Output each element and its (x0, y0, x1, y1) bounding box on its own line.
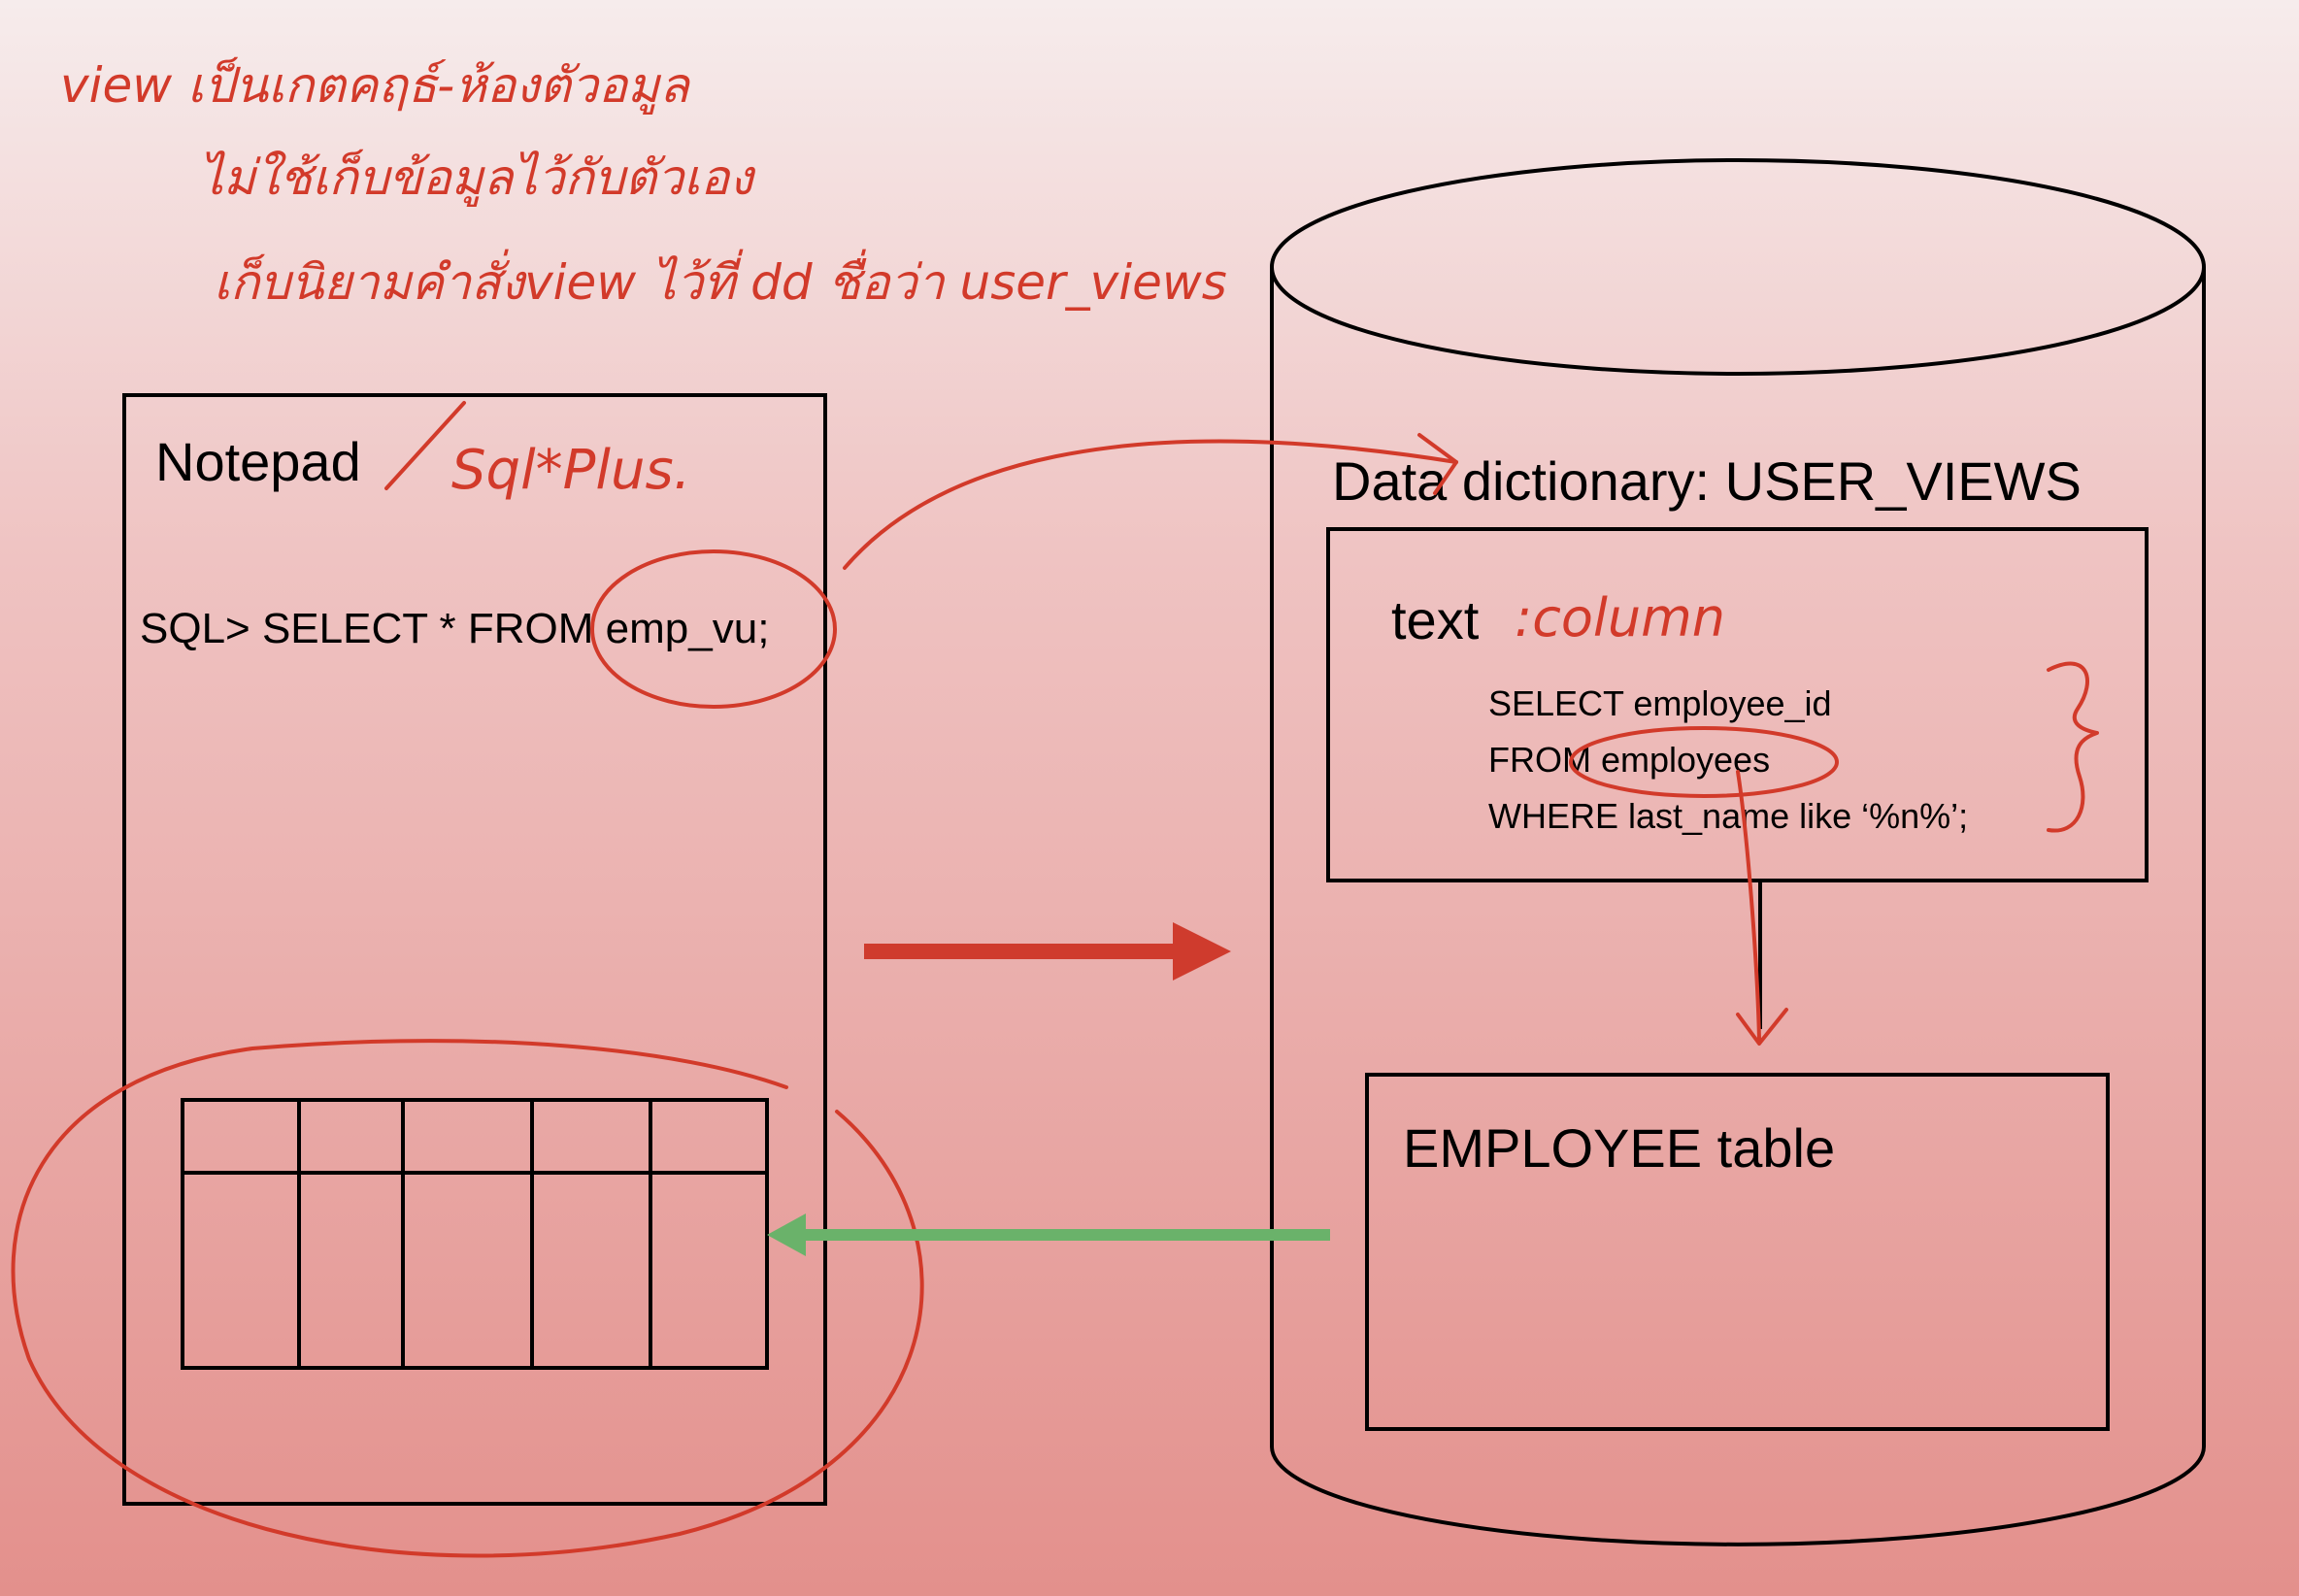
notepad-panel (122, 393, 827, 1506)
slash-mark (384, 401, 466, 490)
notepad-title: Notepad (155, 431, 361, 492)
sql-line-1: SELECT employee_id (1488, 683, 1832, 723)
employees-circle (1569, 726, 1839, 798)
sql-line-3: WHERE last_name like ‘%n%’; (1488, 796, 1968, 836)
sql-line-2: FROM employees (1488, 740, 1770, 780)
employee-table-box (1365, 1073, 2110, 1431)
database-cylinder (1270, 158, 2206, 1546)
curly-brace (2047, 661, 2099, 833)
employee-table-label: EMPLOYEE table (1403, 1117, 1835, 1179)
red-arrow (864, 922, 1231, 981)
text-column-box (1326, 527, 2149, 882)
result-grid (181, 1098, 769, 1370)
text-label: text (1391, 589, 1480, 650)
annotation-line-2: ไม่ใช้เก็บข้อมูลไว้กับตัวเอง (199, 149, 756, 208)
query-circle (590, 549, 837, 709)
annotation-line-1: view เป็นเกตคฤธ์-ห้องตัวอมูล (60, 56, 691, 116)
green-arrow (767, 1214, 1330, 1256)
sql-query: SQL> SELECT * FROM emp_vu; (140, 605, 769, 652)
column-annotation: :column (1515, 587, 1725, 648)
curved-arrow (843, 433, 1458, 570)
result-circle (11, 1039, 924, 1558)
tool-annotation: Sql*Plus. (451, 439, 690, 502)
down-arrow (1736, 770, 1788, 1046)
annotation-line-3: เก็บนิยามคำสั่งview ไว้ที่ dd ชื่อว่า us… (214, 249, 1227, 311)
